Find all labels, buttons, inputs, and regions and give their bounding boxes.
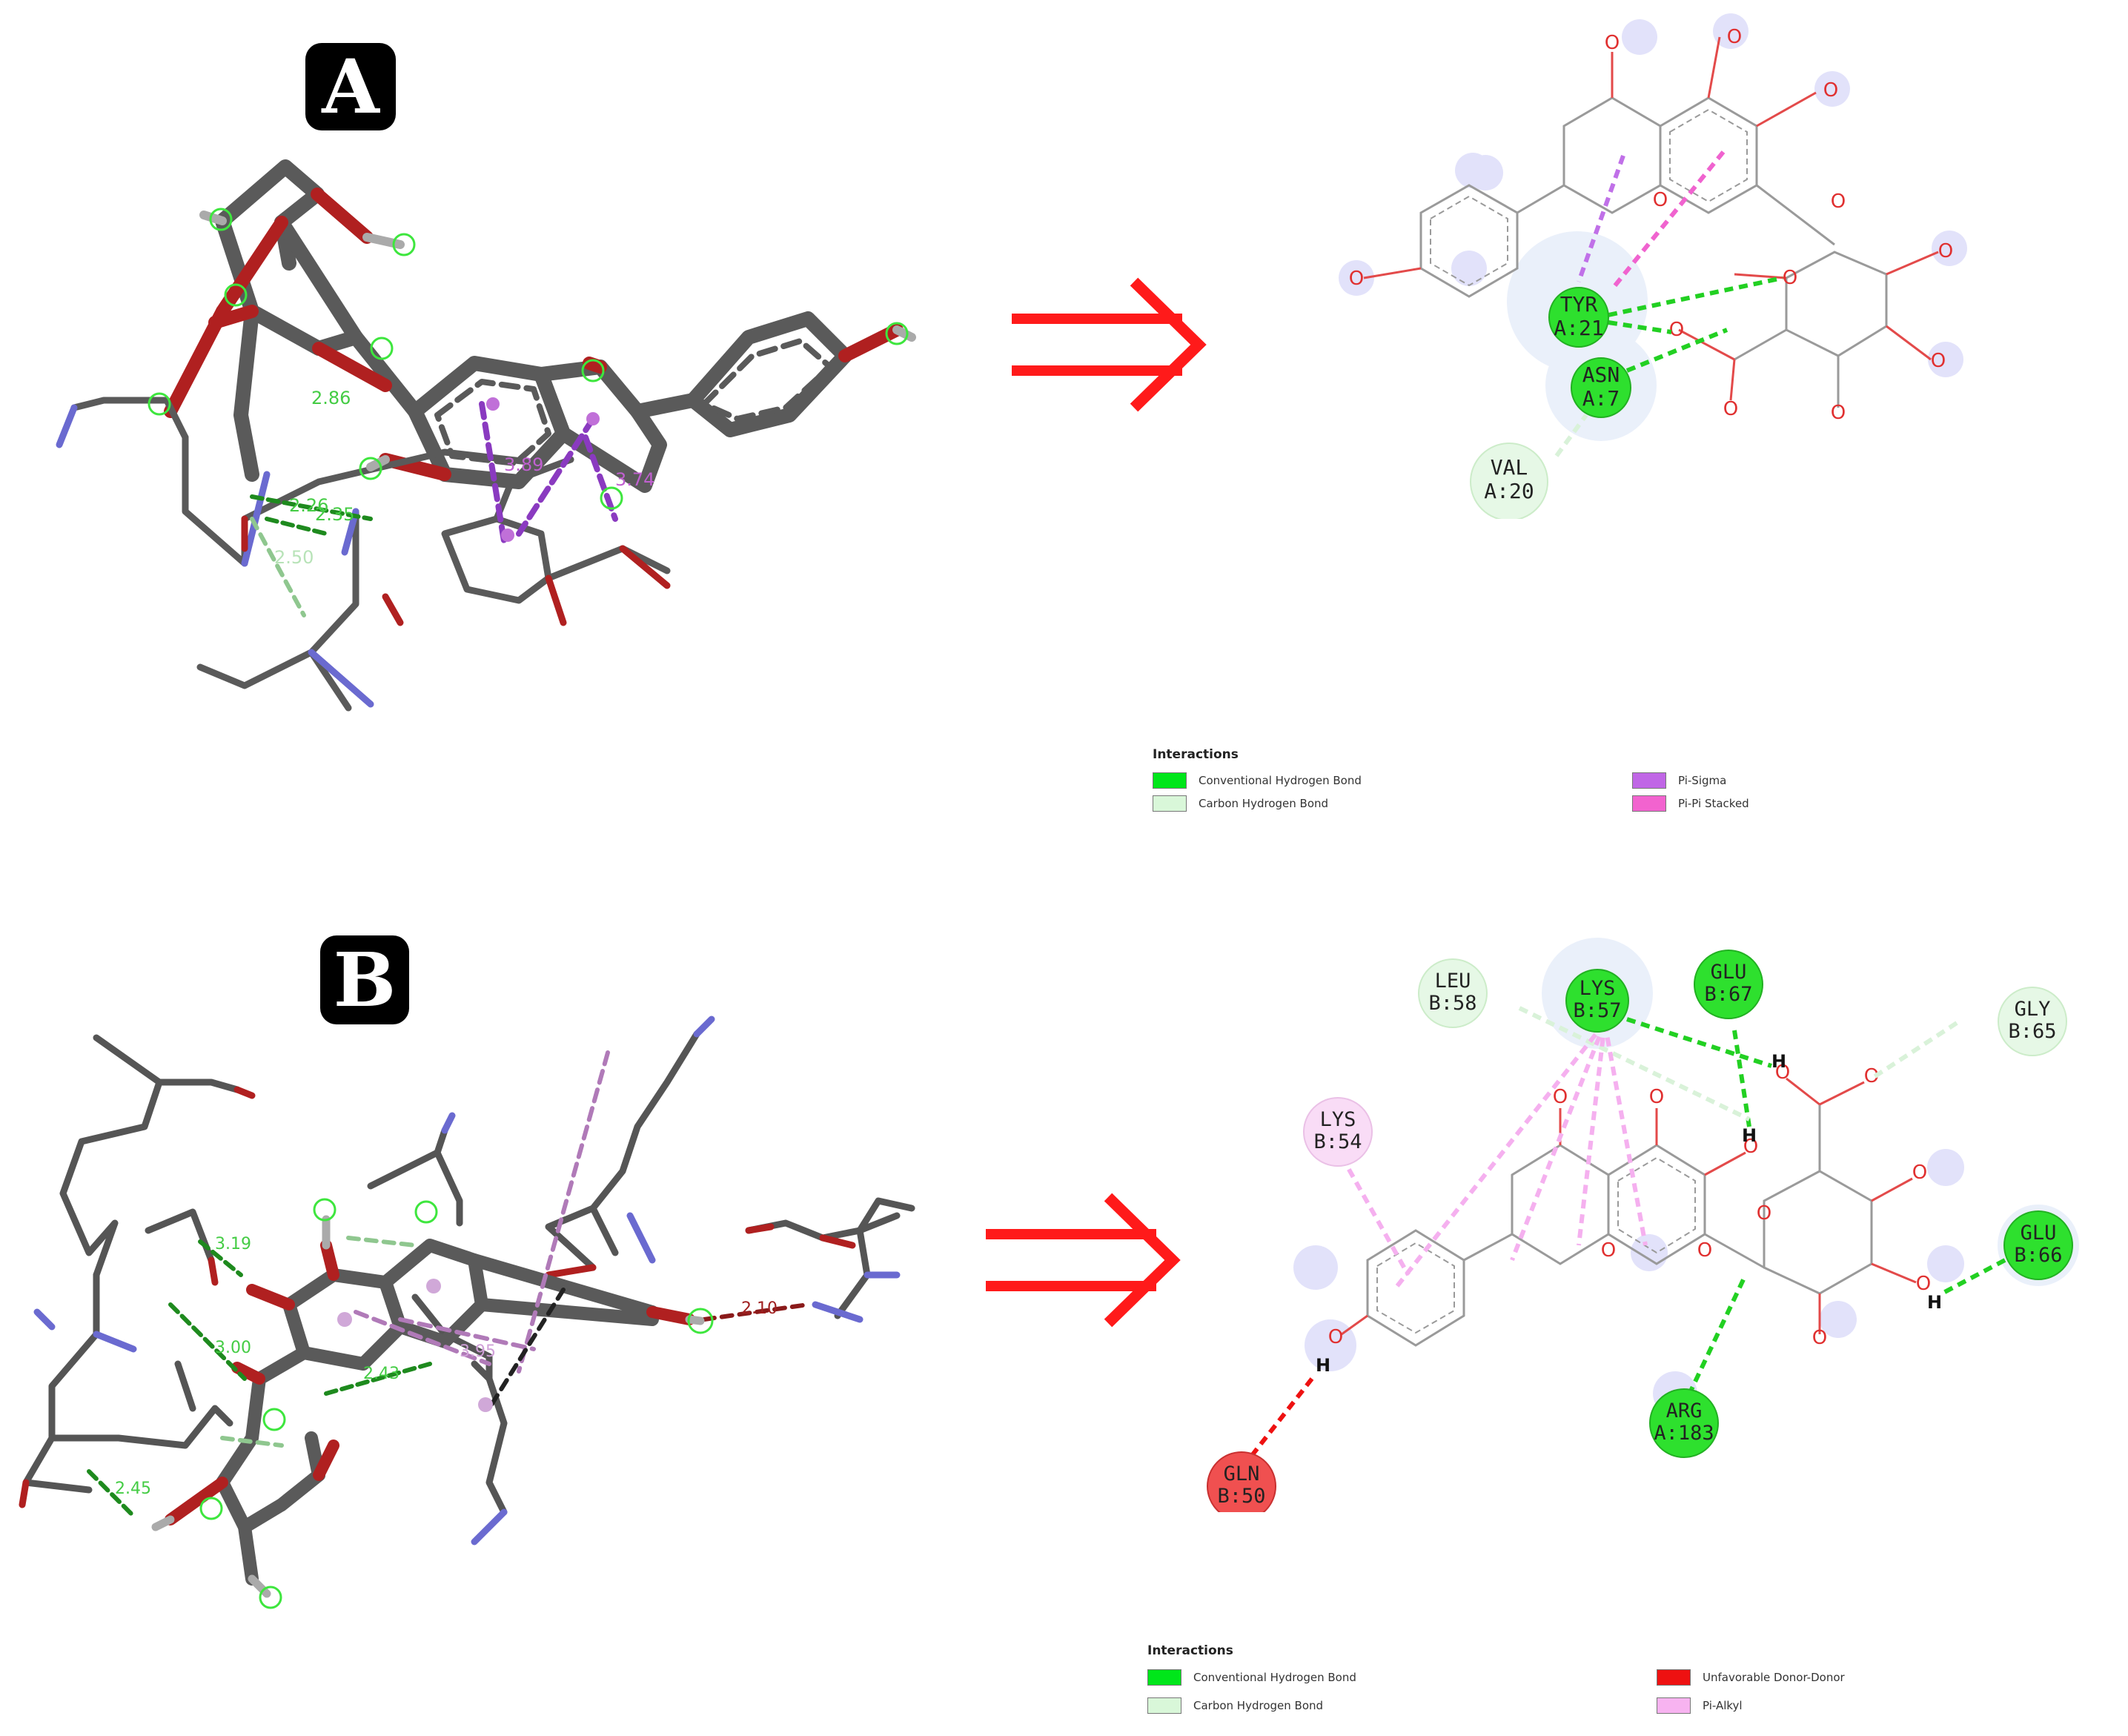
distance-label-a4: 2.50 bbox=[274, 547, 314, 568]
residue-id: B:58 bbox=[1428, 992, 1476, 1015]
oxygen-label: O bbox=[1727, 26, 1742, 48]
panel-b-3d-structure: 3.19 3.00 2.45 2.43 2.10 3.95 bbox=[19, 1016, 915, 1609]
residue-name: LYS bbox=[1580, 977, 1616, 1000]
oxygen-label: O bbox=[1916, 1273, 1931, 1295]
oxygen-label: O bbox=[1649, 1086, 1664, 1108]
residue-leu-b58 bbox=[1418, 958, 1488, 1028]
distance-label-a3: 2.86 bbox=[311, 388, 351, 408]
legend-swatch bbox=[1657, 1697, 1691, 1714]
residue-name: LYS bbox=[1320, 1108, 1356, 1131]
residue-name: GLU bbox=[1711, 961, 1747, 984]
oxygen-label: O bbox=[1823, 79, 1838, 102]
legend-swatch bbox=[1632, 795, 1666, 812]
hydrogen-label: H bbox=[1771, 1051, 1786, 1072]
panel-a-2d-map: O O O O O O O O O O O O TYR A:21 bbox=[1339, 13, 1967, 519]
legend-b-item-carbon: Carbon Hydrogen Bond bbox=[1147, 1697, 1323, 1714]
oxygen-label: O bbox=[1757, 1202, 1771, 1225]
residue-glu-b67 bbox=[1694, 950, 1763, 1019]
residue-id: A:183 bbox=[1654, 1422, 1714, 1445]
distance-label-a5: 3.89 bbox=[504, 454, 543, 475]
arrow-a-icon bbox=[1012, 277, 1207, 412]
oxygen-label: O bbox=[1669, 319, 1684, 341]
panel-b-2d-map: O O O O O O O O O O O O H H H H bbox=[1207, 938, 2079, 1512]
oxygen-label: O bbox=[1931, 350, 1946, 372]
distance-label-b2: 3.00 bbox=[215, 1339, 251, 1357]
residue-val-a20 bbox=[1470, 443, 1548, 519]
legend-swatch bbox=[1632, 772, 1666, 789]
residue-name: VAL bbox=[1491, 455, 1528, 480]
distance-label-b6: 3.95 bbox=[460, 1342, 496, 1361]
residue-id: B:50 bbox=[1217, 1485, 1265, 1508]
oxygen-label: O bbox=[1653, 189, 1668, 211]
legend-a-item-conventional: Conventional Hydrogen Bond bbox=[1153, 772, 1362, 789]
residue-name: GLY bbox=[2015, 998, 2051, 1021]
legend-swatch bbox=[1147, 1669, 1181, 1686]
legend-a-item-carbon: Carbon Hydrogen Bond bbox=[1153, 795, 1328, 812]
legend-swatch bbox=[1147, 1697, 1181, 1714]
oxygen-label: O bbox=[1783, 267, 1797, 289]
legend-swatch bbox=[1657, 1669, 1691, 1686]
oxygen-label: O bbox=[1553, 1086, 1568, 1108]
legend-b-item-pi-alkyl: Pi-Alkyl bbox=[1657, 1697, 1743, 1714]
oxygen-label: O bbox=[1831, 402, 1846, 424]
residue-glu-b66 bbox=[2003, 1210, 2073, 1280]
residue-id: A:20 bbox=[1484, 479, 1534, 503]
residue-tyr-a21 bbox=[1548, 287, 1609, 348]
residue-id: B:65 bbox=[2008, 1020, 2056, 1043]
distance-label-b3: 2.45 bbox=[115, 1480, 151, 1498]
distance-label-a6: 3.74 bbox=[615, 469, 654, 490]
oxygen-label: O bbox=[1601, 1239, 1616, 1262]
legend-a-item-pi-pi: Pi-Pi Stacked bbox=[1632, 795, 1749, 812]
residue-name: TYR bbox=[1560, 292, 1598, 317]
panel-a-label: A bbox=[305, 43, 396, 130]
residue-name: LEU bbox=[1435, 970, 1471, 993]
residue-id: B:67 bbox=[1704, 983, 1752, 1006]
oxygen-label: O bbox=[1864, 1065, 1879, 1087]
residue-name: GLU bbox=[2021, 1222, 2057, 1245]
panel-b-label: B bbox=[320, 935, 409, 1024]
residue-gly-b65 bbox=[1998, 987, 2067, 1056]
distance-label-a2: 2.35 bbox=[315, 504, 354, 525]
residue-lys-b54 bbox=[1303, 1097, 1373, 1167]
oxygen-label: O bbox=[1775, 1061, 1790, 1084]
oxygen-label: O bbox=[1938, 240, 1953, 262]
residue-id: B:54 bbox=[1313, 1130, 1362, 1153]
hydrogen-label: H bbox=[1927, 1292, 1942, 1313]
hydrogen-label: H bbox=[1316, 1355, 1330, 1376]
residue-asn-a7 bbox=[1571, 357, 1631, 418]
arrow-b-icon bbox=[986, 1193, 1181, 1328]
oxygen-label: O bbox=[1912, 1162, 1927, 1184]
legend-b-item-unfavorable: Unfavorable Donor-Donor bbox=[1657, 1669, 1845, 1686]
legend-a-title: Interactions bbox=[1153, 747, 1239, 762]
residue-name: GLN bbox=[1224, 1462, 1260, 1485]
residue-arg-a183 bbox=[1649, 1388, 1719, 1458]
residue-name: ASN bbox=[1582, 362, 1620, 387]
oxygen-label: O bbox=[1723, 398, 1738, 420]
residue-id: A:7 bbox=[1582, 386, 1620, 411]
distance-label-b1: 3.19 bbox=[215, 1235, 251, 1253]
oxygen-label: O bbox=[1812, 1327, 1827, 1349]
legend-b-item-conventional: Conventional Hydrogen Bond bbox=[1147, 1669, 1356, 1686]
legend-a-item-pi-sigma: Pi-Sigma bbox=[1632, 772, 1726, 789]
distance-label-b4: 2.43 bbox=[363, 1365, 400, 1383]
residue-gln-b50 bbox=[1207, 1451, 1276, 1512]
residue-id: B:66 bbox=[2014, 1244, 2062, 1267]
oxygen-label: O bbox=[1831, 191, 1846, 213]
panel-a-3d-structure: 2.26 2.35 2.86 2.50 3.89 3.74 bbox=[56, 159, 916, 712]
residue-id: A:21 bbox=[1554, 316, 1603, 340]
oxygen-label: O bbox=[1743, 1136, 1758, 1158]
distance-label-a1: 2.26 bbox=[289, 495, 328, 516]
legend-swatch bbox=[1153, 772, 1187, 789]
oxygen-label: O bbox=[1349, 268, 1364, 290]
distance-label-b5: 2.10 bbox=[741, 1299, 778, 1318]
oxygen-label: O bbox=[1328, 1326, 1343, 1348]
hydrogen-label: H bbox=[1742, 1125, 1757, 1146]
legend-swatch bbox=[1153, 795, 1187, 812]
oxygen-label: O bbox=[1605, 32, 1620, 54]
residue-lys-b57 bbox=[1565, 969, 1629, 1033]
legend-b-title: Interactions bbox=[1147, 1643, 1233, 1658]
oxygen-label: O bbox=[1697, 1239, 1712, 1262]
residue-id: B:57 bbox=[1573, 999, 1621, 1022]
residue-name: ARG bbox=[1666, 1399, 1703, 1422]
